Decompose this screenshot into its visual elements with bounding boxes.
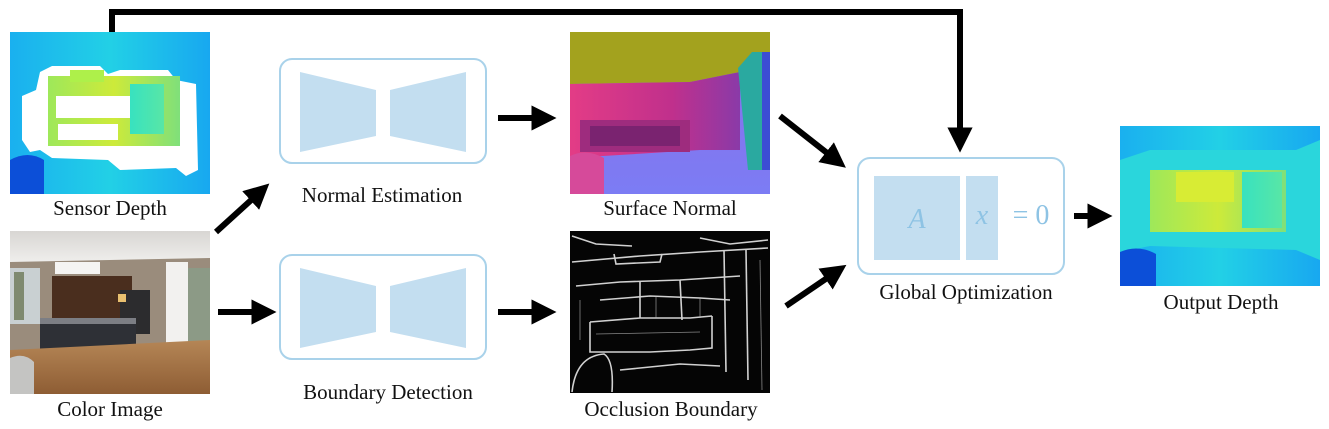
boundary-detection-label: Boundary Detection	[303, 380, 473, 404]
color-image	[10, 231, 210, 394]
arrow-surface-normal-to-optimization	[778, 113, 846, 168]
occlusion-boundary-label: Occlusion Boundary	[584, 397, 758, 421]
sensor-depth-image	[10, 32, 210, 194]
output-depth-image	[1120, 126, 1320, 286]
boundary-detection-network	[279, 254, 487, 360]
color-image-label: Color Image	[57, 397, 163, 421]
surface-normal-image	[570, 32, 770, 194]
flow-arrows	[109, 9, 1113, 325]
output-depth-label: Output Depth	[1163, 290, 1279, 314]
equation-rhs: = 0	[1013, 200, 1050, 231]
sensor-depth-label: Sensor Depth	[53, 196, 167, 220]
normal-estimation-network	[279, 58, 487, 164]
vector-block	[966, 176, 998, 260]
arrow-occlusion-to-optimization	[784, 264, 847, 309]
vector-symbol: x	[975, 200, 989, 231]
arrow-color-to-normal-net	[213, 183, 270, 235]
global-optimization-label: Global Optimization	[879, 280, 1053, 304]
surface-normal-label: Surface Normal	[603, 196, 737, 220]
matrix-block	[874, 176, 960, 260]
occlusion-boundary-image	[570, 231, 770, 393]
matrix-symbol: A	[906, 204, 926, 235]
arrow-sensor-depth-to-optimization	[109, 9, 973, 153]
normal-estimation-label: Normal Estimation	[301, 183, 463, 207]
global-optimization-block: A x = 0	[857, 157, 1065, 275]
